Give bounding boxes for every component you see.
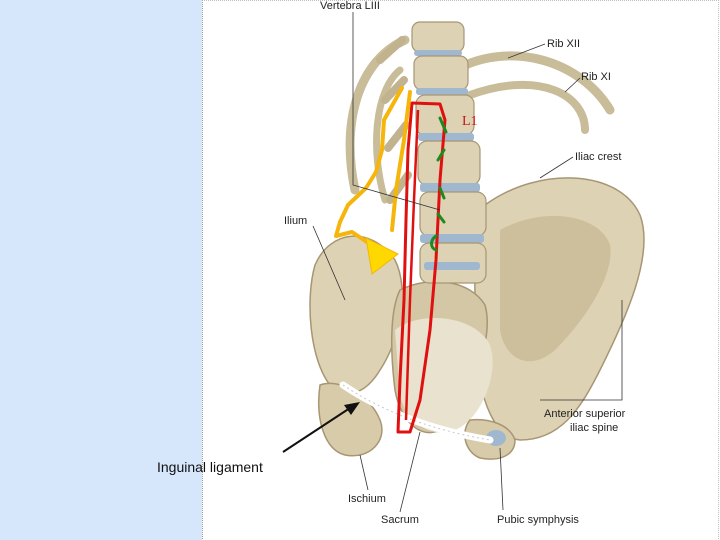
- label-asis-line2: iliac spine: [570, 422, 619, 434]
- disc-6: [424, 262, 480, 270]
- label-rib-xii: Rib XII: [547, 38, 581, 50]
- disc-2: [416, 88, 468, 95]
- label-ilium: Ilium: [284, 215, 308, 227]
- label-iliac-crest: Iliac crest: [575, 151, 622, 163]
- vertebra-4: [417, 140, 481, 186]
- yellow-path-return: [390, 90, 412, 232]
- rib-xii: [450, 51, 615, 115]
- inguinal-ligament-edge: [342, 384, 491, 441]
- leader-pubic: [499, 447, 504, 511]
- yellow-arrowhead: [365, 237, 399, 275]
- leader-lines: [312, 12, 623, 513]
- label-rib-xi: Rib XI: [581, 71, 611, 83]
- leader-rib11: [564, 77, 581, 93]
- inguinal-pointer-arrowhead: [344, 402, 360, 415]
- left-iliac-wing: [309, 235, 403, 395]
- label-ischium: Ischium: [348, 493, 386, 505]
- vertebra-1: [411, 21, 465, 53]
- psoas-red-inner: [404, 109, 420, 421]
- leader-rib12: [507, 43, 546, 59]
- disc-4: [420, 183, 480, 192]
- leader-sacrum: [399, 431, 421, 513]
- leader-iliac-crest: [539, 156, 574, 179]
- ischium-bone: [318, 382, 383, 457]
- green-marks: [430, 116, 448, 252]
- figure-frame: [202, 0, 719, 539]
- label-vertebra: Vertebra LIII: [320, 0, 380, 12]
- disc-3: [418, 133, 474, 141]
- label-pubic-symphysis: Pubic symphysis: [497, 514, 579, 526]
- right-iliac-fossa: [500, 215, 611, 362]
- yellow-path: [334, 86, 404, 246]
- spinous-processes: [376, 36, 412, 204]
- label-sacrum: Sacrum: [381, 514, 419, 526]
- inguinal-pointer: [282, 402, 360, 453]
- inguinal-ligament-caption: Inguinal ligament: [157, 459, 263, 475]
- vertebra-5: [419, 191, 487, 237]
- disc-5: [420, 234, 484, 243]
- rib-left-lower: [373, 66, 404, 204]
- vertebra-2: [413, 55, 469, 91]
- left-panel: [0, 0, 202, 540]
- label-asis-line1: Anterior superior: [544, 408, 626, 420]
- leader-ischium: [359, 454, 369, 491]
- disc-1: [414, 50, 462, 56]
- rib-xi: [466, 80, 589, 134]
- leader-ilium: [312, 225, 346, 301]
- label-l1: L1: [462, 114, 478, 129]
- leader-asis: [540, 300, 623, 401]
- leader-vertebra: [352, 12, 441, 211]
